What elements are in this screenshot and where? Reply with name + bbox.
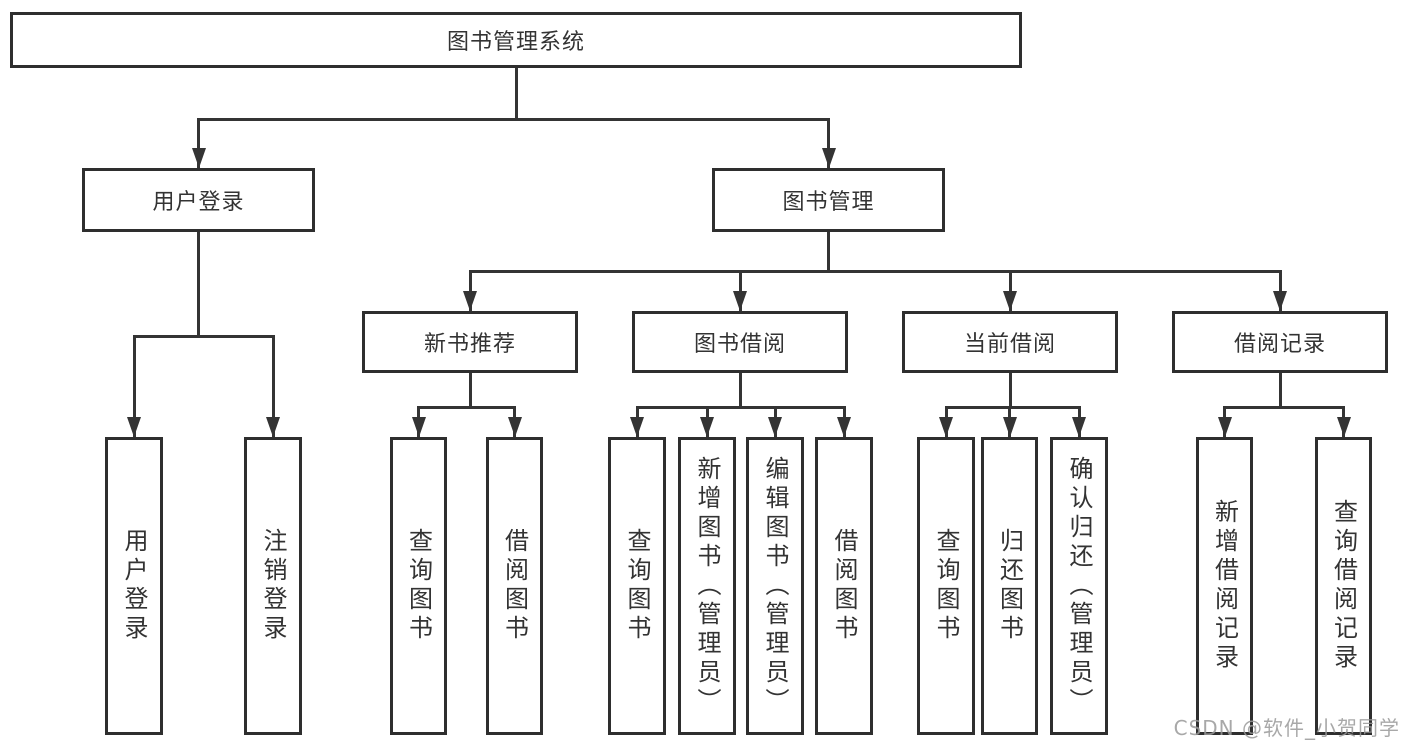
connector-stem bbox=[468, 373, 472, 406]
arrow-down-icon bbox=[463, 291, 477, 311]
connector-shaft bbox=[271, 335, 275, 437]
arrow-down-icon bbox=[733, 291, 747, 311]
node-label: 新书推荐 bbox=[423, 332, 516, 357]
connector-stem bbox=[827, 232, 830, 270]
node-leaf-nbr-borrow: 借阅图书 bbox=[486, 437, 543, 735]
node-label: 查询借阅记录 bbox=[1329, 499, 1358, 673]
connector-bus bbox=[417, 406, 516, 409]
node-label: 查询图书 bbox=[623, 528, 651, 644]
connector-shaft bbox=[197, 118, 200, 168]
connector-stem bbox=[738, 373, 742, 406]
node-label: 查询图书 bbox=[404, 528, 433, 644]
arrow-down-icon bbox=[266, 417, 280, 437]
node-label: 新增借阅记录 bbox=[1210, 499, 1239, 673]
node-leaf-bb-add: 新增图书（管理员） bbox=[678, 437, 736, 735]
node-label: 图书借阅 bbox=[693, 332, 786, 357]
node-leaf-user-login: 用户登录 bbox=[105, 437, 163, 735]
node-leaf-br-query: 查询借阅记录 bbox=[1315, 437, 1372, 735]
node-label: 借阅记录 bbox=[1233, 332, 1326, 357]
arrow-down-icon bbox=[939, 417, 953, 437]
connector-stem bbox=[1278, 373, 1282, 406]
connector-shaft bbox=[1278, 270, 1282, 311]
arrow-down-icon bbox=[411, 417, 426, 437]
node-leaf-bb-query: 查询图书 bbox=[608, 437, 666, 735]
arrow-down-icon bbox=[507, 417, 522, 437]
node-label: 确认归还（管理员） bbox=[1065, 455, 1093, 717]
node-leaf-bb-borrow: 借阅图书 bbox=[815, 437, 873, 735]
arrow-down-icon bbox=[1003, 291, 1017, 311]
arrow-down-icon bbox=[127, 417, 141, 437]
node-leaf-br-add: 新增借阅记录 bbox=[1196, 437, 1253, 735]
connector-bus bbox=[197, 118, 830, 121]
arrow-down-icon bbox=[1002, 417, 1017, 437]
node-label: 当前借阅 bbox=[963, 332, 1056, 357]
connector-bus bbox=[1223, 406, 1345, 409]
arrow-down-icon bbox=[630, 417, 644, 437]
connector-shaft bbox=[468, 270, 472, 311]
node-label: 图书管理 bbox=[782, 190, 875, 215]
node-book-borrowing: 图书借阅 bbox=[632, 311, 848, 373]
node-leaf-cb-confirm: 确认归还（管理员） bbox=[1050, 437, 1108, 735]
connector-bus bbox=[132, 335, 275, 338]
arrow-down-icon bbox=[821, 148, 836, 168]
arrow-down-icon bbox=[1217, 417, 1232, 437]
arrow-down-icon bbox=[1072, 417, 1086, 437]
connector-stem bbox=[197, 232, 200, 335]
node-label: 新增图书（管理员） bbox=[693, 455, 721, 717]
node-borrowing-records: 借阅记录 bbox=[1172, 311, 1388, 373]
node-leaf-cb-query: 查询图书 bbox=[917, 437, 975, 735]
node-leaf-logout: 注销登录 bbox=[244, 437, 302, 735]
connector-shaft bbox=[1008, 270, 1012, 311]
arrow-down-icon bbox=[837, 417, 851, 437]
watermark: CSDN @软件_小贺同学 bbox=[1173, 716, 1400, 740]
node-label: 查询图书 bbox=[932, 528, 960, 644]
node-label: 编辑图书（管理员） bbox=[761, 455, 789, 717]
arrow-down-icon bbox=[191, 148, 206, 168]
arrow-down-icon bbox=[1336, 417, 1351, 437]
connector-stem bbox=[514, 68, 518, 118]
connector-shaft bbox=[827, 118, 830, 168]
connector-bus bbox=[468, 270, 1282, 273]
node-current-borrowing: 当前借阅 bbox=[902, 311, 1118, 373]
connector-shaft bbox=[738, 270, 742, 311]
arrow-down-icon bbox=[700, 417, 714, 437]
node-root: 图书管理系统 bbox=[10, 12, 1022, 68]
connector-bus bbox=[944, 406, 1081, 409]
connector-shaft bbox=[132, 335, 136, 437]
node-leaf-nbr-query: 查询图书 bbox=[390, 437, 447, 735]
connector-bus bbox=[635, 406, 846, 409]
node-label: 用户登录 bbox=[120, 528, 148, 644]
node-label: 借阅图书 bbox=[830, 528, 858, 644]
node-book-management: 图书管理 bbox=[712, 168, 945, 232]
connector-stem bbox=[1008, 373, 1012, 406]
node-label: 图书管理系统 bbox=[446, 30, 585, 55]
node-label: 借阅图书 bbox=[500, 528, 529, 644]
node-label: 注销登录 bbox=[259, 528, 287, 644]
arrow-down-icon bbox=[1273, 291, 1287, 311]
node-label: 用户登录 bbox=[152, 190, 245, 215]
node-leaf-bb-edit: 编辑图书（管理员） bbox=[746, 437, 804, 735]
node-new-book-recommend: 新书推荐 bbox=[362, 311, 578, 373]
node-user-login: 用户登录 bbox=[82, 168, 315, 232]
node-leaf-cb-return: 归还图书 bbox=[981, 437, 1038, 735]
node-label: 归还图书 bbox=[995, 528, 1024, 644]
arrow-down-icon bbox=[768, 417, 782, 437]
